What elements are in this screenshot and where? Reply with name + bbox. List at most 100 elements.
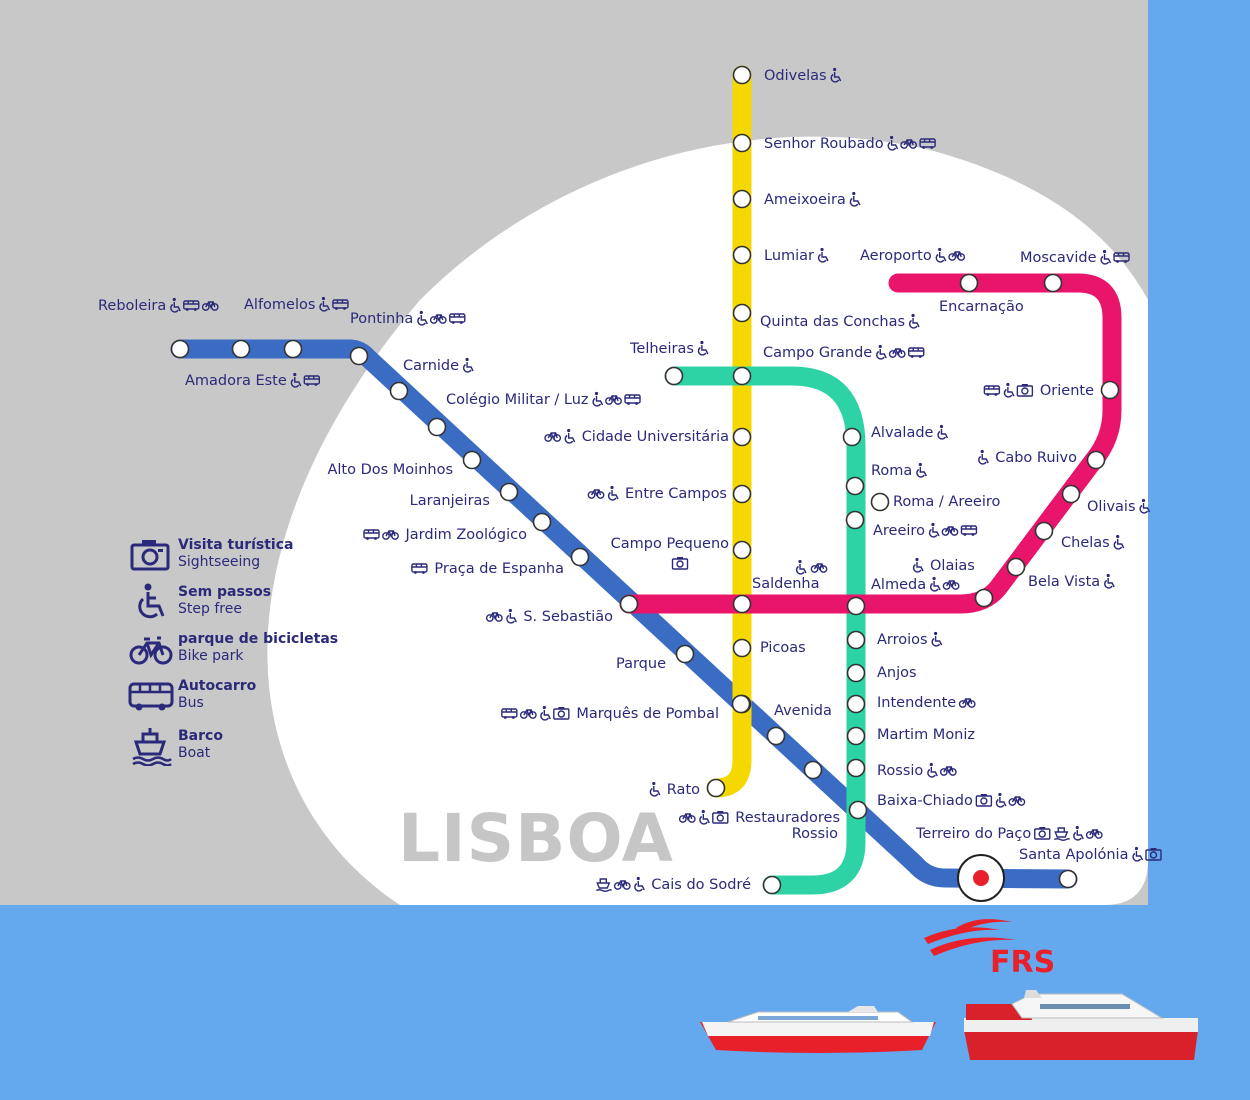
bicycle-icon <box>942 580 960 590</box>
station-dot <box>619 594 639 614</box>
legend-title: parque de bicicletas <box>178 631 339 647</box>
station-label: Picoas <box>760 640 806 656</box>
station-dot <box>846 758 866 778</box>
station-label: Cais do Sodré <box>651 877 751 893</box>
legend-subtitle: Sightseeing <box>178 554 261 570</box>
station-dot <box>389 381 409 401</box>
station-dot <box>732 484 752 504</box>
station-label: Campo Pequeno <box>611 536 729 552</box>
station-dot <box>848 800 868 820</box>
wheelchair-icon <box>909 313 920 329</box>
station-label: Telheiras <box>629 341 694 357</box>
station-label: Moscavide <box>1020 250 1097 266</box>
station-dot <box>1043 273 1063 293</box>
station-label: Santa Apolónia <box>1019 847 1128 863</box>
station-label: Roma / Areeiro <box>893 494 1000 510</box>
bicycle-icon <box>888 348 906 358</box>
boat-icon <box>132 728 172 766</box>
station-label: Saldenha <box>752 576 820 592</box>
station-dot <box>1034 521 1054 541</box>
station-label: Jardim Zoológico <box>405 527 528 543</box>
station-label: Cabo Ruivo <box>995 450 1077 466</box>
legend-title: Barco <box>178 728 223 744</box>
frs-logo: FRS <box>990 945 1056 980</box>
station-dot <box>870 492 890 512</box>
station-dot <box>1086 450 1106 470</box>
wheelchair-icon <box>319 296 331 312</box>
bicycle-icon <box>613 880 631 890</box>
camera-icon <box>130 540 170 571</box>
wheelchair-icon <box>417 310 428 326</box>
camera-icon <box>1016 384 1034 397</box>
bus-icon <box>411 563 428 574</box>
station-dot <box>706 778 726 798</box>
station-dot <box>427 417 447 437</box>
legend-title: Sem passos <box>178 584 272 600</box>
station-label: Areeiro <box>873 523 925 539</box>
wheelchair-icon <box>931 631 943 647</box>
station-label: Terreiro do Paço <box>915 826 1031 842</box>
bicycle-icon <box>958 698 976 708</box>
station-label: Olivais <box>1087 499 1136 515</box>
bus-icon <box>332 299 349 310</box>
station-dot <box>732 65 752 85</box>
wheelchair-icon <box>1100 249 1112 265</box>
legend-subtitle: Bike park <box>178 648 244 664</box>
bicycle-icon <box>941 526 959 536</box>
stations <box>170 65 1120 895</box>
station-dot <box>762 875 782 895</box>
bus-icon <box>624 394 641 405</box>
wheelchair-icon <box>1073 825 1084 841</box>
bicycle-icon <box>678 813 696 823</box>
station-label: Entre Campos <box>625 486 727 502</box>
station-dot <box>664 366 684 386</box>
station-dot <box>766 726 786 746</box>
station-label: Martim Moniz <box>877 727 975 743</box>
station-label: Ameixoeira <box>764 192 846 208</box>
station-label: Praça de Espanha <box>434 561 564 577</box>
bicycle-icon <box>544 432 562 442</box>
wheelchair-icon <box>463 357 474 373</box>
wheelchair-icon <box>887 135 899 151</box>
station-dot <box>732 303 752 323</box>
station-dot <box>732 133 752 153</box>
station-dot <box>1061 484 1081 504</box>
bus-icon <box>919 138 936 149</box>
wheelchair-icon <box>540 705 551 721</box>
wheelchair-icon <box>592 391 604 407</box>
station-dot <box>842 427 862 447</box>
bus-icon <box>183 300 200 311</box>
wheelchair-icon <box>607 485 619 501</box>
station-label: Restauradores <box>735 810 840 826</box>
wheelchair-icon <box>937 424 949 440</box>
station-dot <box>1006 557 1026 577</box>
station-label: Quinta das Conchas <box>760 314 905 330</box>
wheelchair-icon <box>995 792 1007 808</box>
city-label: LISBOA <box>398 800 674 877</box>
wheelchair-icon <box>170 297 181 313</box>
frs-logo-wave-icon <box>924 919 1016 956</box>
legend-subtitle: Bus <box>178 695 204 711</box>
boat-icon <box>595 878 612 892</box>
station-dot <box>499 482 519 502</box>
wheelchair-icon <box>634 876 645 892</box>
station-label: Campo Grande <box>763 345 872 361</box>
station-dot <box>846 663 866 683</box>
wheelchair-icon <box>564 428 576 444</box>
legend-item-bike-park: parque de bicicletas Bike park <box>128 629 368 669</box>
station-dot <box>732 594 752 614</box>
bicycle-icon <box>1008 796 1026 806</box>
station-label: Rossio <box>792 826 838 842</box>
station-label: Reboleira <box>98 298 166 314</box>
station-label: Almeda <box>871 577 926 593</box>
bus-icon <box>1113 252 1130 263</box>
wheelchair-icon <box>290 372 302 388</box>
station-dot <box>732 366 752 386</box>
station-label: Alfomelos <box>244 297 315 313</box>
station-label: Odivelas <box>764 68 827 84</box>
ferry-icon <box>700 1006 936 1053</box>
legend-title: Visita turística <box>178 537 294 553</box>
bus-icon <box>983 385 1001 396</box>
bicycle-icon <box>382 530 399 540</box>
